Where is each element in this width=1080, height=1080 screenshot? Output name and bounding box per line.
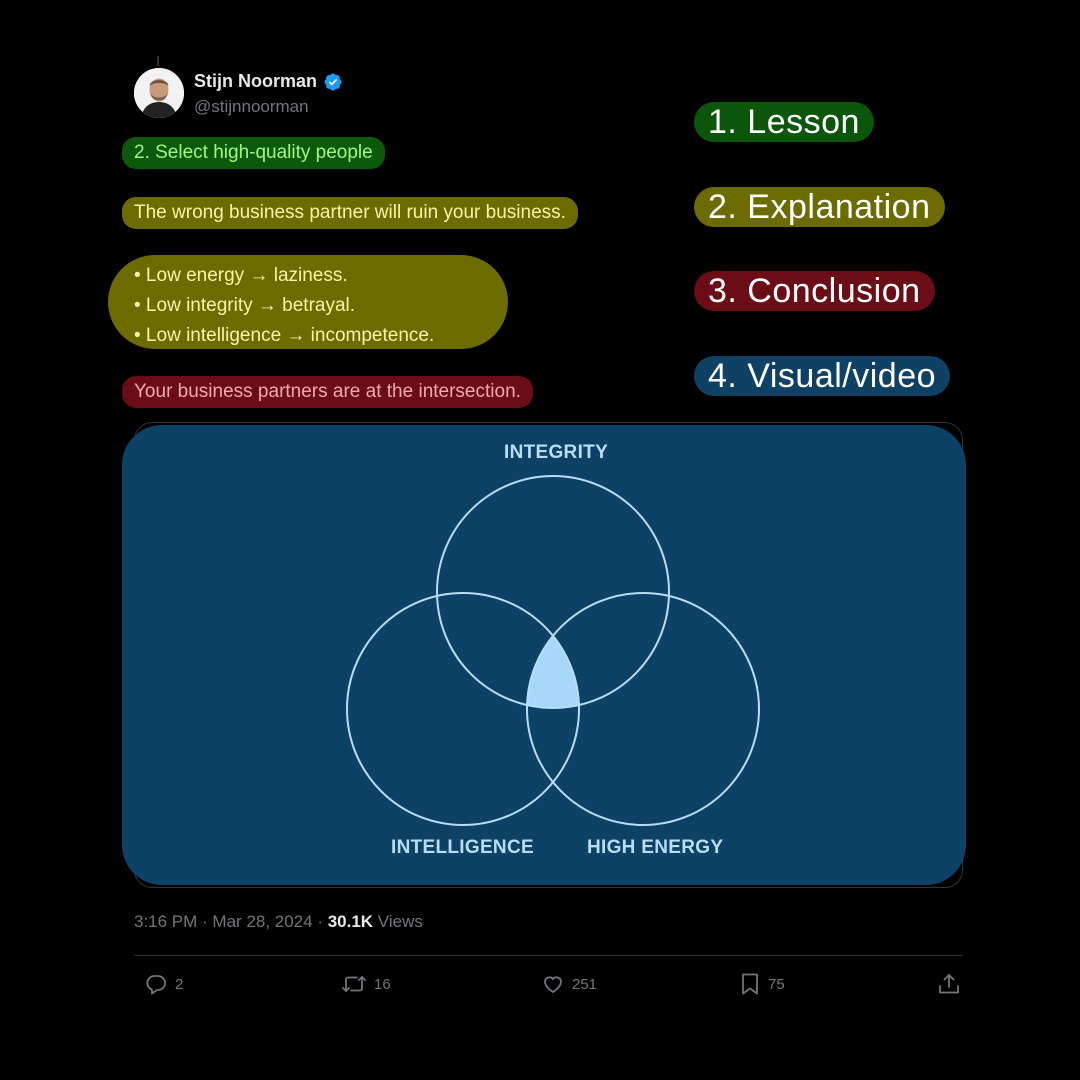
high-energy-circle xyxy=(526,592,760,826)
like-button[interactable]: 251 xyxy=(541,972,597,996)
bullet-item: • Low integrity → betrayal. xyxy=(134,295,356,316)
bullet-item: • Low energy → laziness. xyxy=(134,265,348,286)
integrity-circle xyxy=(436,475,670,709)
reply-button[interactable]: 2 xyxy=(144,972,183,996)
avatar-photo xyxy=(134,68,184,118)
divider xyxy=(134,955,963,956)
explanation-text: The wrong business partner will ruin you… xyxy=(122,197,578,229)
repost-count: 16 xyxy=(374,975,391,993)
lesson-text: 2. Select high-quality people xyxy=(122,137,385,169)
views-count[interactable]: 30.1K xyxy=(327,912,374,931)
intelligence-circle xyxy=(346,592,580,826)
legend-conclusion: 3. Conclusion xyxy=(694,271,935,311)
heart-icon xyxy=(544,976,562,993)
views-label: Views xyxy=(373,912,423,931)
like-count: 251 xyxy=(572,975,598,993)
bullet-item: • Low intelligence → incompetence. xyxy=(134,325,435,346)
tweet-meta: 3:16 PM · Mar 28, 2024 · 30.1K Views xyxy=(134,912,423,932)
reply-count: 2 xyxy=(175,975,184,993)
timestamp[interactable]: 3:16 PM · Mar 28, 2024 · xyxy=(134,912,328,931)
author-handle[interactable]: @stijnnoorman xyxy=(194,97,309,116)
author-name[interactable]: Stijn Noorman xyxy=(194,71,318,91)
verified-badge-icon xyxy=(324,72,342,91)
thread-connector xyxy=(157,56,159,66)
repost-button[interactable]: 16 xyxy=(341,972,391,996)
repost-icon xyxy=(342,976,366,992)
intersection-region xyxy=(527,593,579,708)
bookmark-button[interactable]: 75 xyxy=(739,972,785,996)
bookmark-count: 75 xyxy=(768,975,785,993)
reply-icon xyxy=(146,975,166,995)
author-name-row: Stijn Noorman xyxy=(194,71,343,92)
explanation-bullets: • Low energy → laziness. • Low integrity… xyxy=(108,255,508,349)
bookmark-icon xyxy=(742,973,758,995)
venn-diagram xyxy=(346,475,760,826)
avatar[interactable] xyxy=(134,68,184,118)
venn-diagram-image[interactable]: INTEGRITY INTELLIGENCE HIGH ENERGY xyxy=(122,425,966,885)
conclusion-text: Your business partners are at the inters… xyxy=(122,376,533,408)
venn-label-intelligence: INTELLIGENCE xyxy=(391,837,534,858)
legend-lesson: 1. Lesson xyxy=(694,102,874,142)
share-button[interactable] xyxy=(937,972,961,996)
venn-label-high-energy: HIGH ENERGY xyxy=(587,837,724,858)
legend-explanation: 2. Explanation xyxy=(694,187,945,227)
venn-label-integrity: INTEGRITY xyxy=(504,442,609,463)
legend-visual: 4. Visual/video xyxy=(694,356,951,396)
share-icon xyxy=(939,974,959,994)
